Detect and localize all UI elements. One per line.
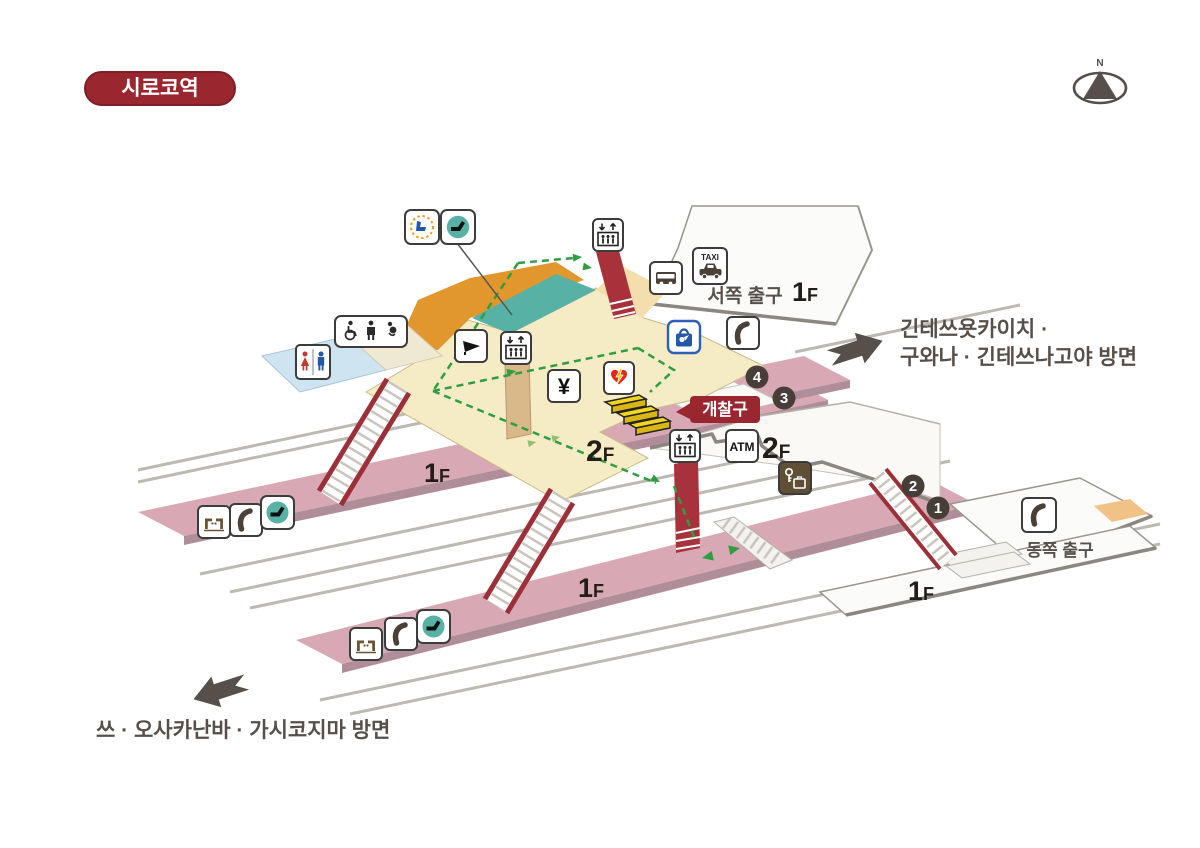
aed-icon: [603, 361, 635, 395]
lower-platform: [296, 480, 976, 673]
public-phone-icon: [229, 503, 263, 537]
platform-number-3: 3: [772, 386, 796, 410]
public-phone-icon: [384, 617, 418, 651]
staircase-center: [482, 487, 576, 615]
stairs-and-pillars: [316, 247, 958, 615]
bus-stop-icon: [649, 261, 683, 295]
station-badge: 시로코역: [84, 71, 236, 106]
compass-icon: N: [1072, 58, 1128, 105]
escalator-icon: [592, 218, 624, 252]
ticket-gates: [602, 394, 673, 436]
legend-leader-line: [456, 242, 513, 316]
escalator-icon: [669, 429, 701, 463]
accessible-route: [431, 253, 740, 561]
public-phone-icon: [726, 316, 760, 350]
gate-label: 개찰구: [702, 400, 748, 419]
svg-text:1: 1: [934, 500, 942, 517]
yen-symbol: ¥: [558, 374, 571, 399]
lightning-bolt: [615, 368, 624, 385]
direction-arrow-southwest: [193, 674, 250, 708]
atm-label: ATM: [729, 440, 754, 454]
restroom-icon: [295, 344, 331, 380]
station-office-icon: [454, 329, 488, 363]
male-figure: [317, 351, 325, 371]
staircase-east: [868, 467, 958, 571]
waiting-bench-icon: [440, 209, 476, 245]
limited-express-seat-icon: [404, 209, 440, 245]
direction-text-southwest: 쓰 · 오사카난바 · 가시코지마 방면: [96, 719, 390, 742]
public-phone-icon: [1021, 497, 1057, 533]
female-figure: [300, 351, 310, 371]
svg-text:3: 3: [780, 390, 788, 407]
concourse-teal-zone: [472, 274, 596, 334]
baby-icon: [387, 321, 397, 337]
stair-pillar-center-tan: [504, 356, 532, 440]
staircase-left: [316, 377, 412, 507]
wheelchair-icon: [344, 320, 357, 341]
station-name: 시로코역: [121, 77, 198, 100]
taxi-stand-icon: TAXI: [692, 247, 728, 285]
drinking-water-icon: [197, 505, 231, 539]
east-stair-landing: [936, 541, 1024, 569]
coin-lockers-icon: [778, 461, 812, 495]
west-exit-area: [651, 205, 874, 326]
escalator-icon: [500, 331, 532, 365]
direction-text-northeast-1: 긴테쓰욧카이치 ·: [900, 318, 1048, 341]
direction-text-northeast-2: 구와나 · 긴테쓰나고야 방면: [900, 346, 1137, 369]
platform-number-1: 1: [926, 496, 950, 520]
gate-badge: 개찰구: [676, 396, 760, 423]
floor-label-east-exit: 1F: [908, 576, 934, 606]
west-exit-label: 서쪽 출구: [707, 285, 782, 307]
drinking-water-icon: [349, 627, 383, 661]
platform-number-4: 4: [745, 365, 769, 389]
kiosk-icon: [666, 319, 702, 355]
svg-text:4: 4: [753, 369, 762, 386]
floor-label-concourse: 2F: [586, 435, 614, 468]
platform-number-badges: 4 3 2 1: [745, 365, 950, 520]
platform-number-2: 2: [901, 474, 925, 498]
direction-arrow-northeast: [826, 332, 883, 366]
svg-text:2: 2: [909, 478, 917, 495]
floor-label-right-area: 2F: [762, 432, 790, 465]
compass-north-label: N: [1096, 58, 1103, 69]
waiting-bench-icon: [260, 495, 295, 530]
east-exit-orange-zone: [1094, 499, 1148, 522]
waiting-bench-icon: [416, 609, 451, 644]
accessible-facilities-icon: [334, 315, 408, 348]
floor-label-west-exit: 1F: [792, 277, 818, 307]
underpass-ramp: [712, 516, 794, 570]
floor-label-lower-platform: 1F: [578, 573, 604, 603]
atm-icon: ATM: [725, 429, 759, 463]
person-icon: [367, 320, 375, 340]
east-exit-label: 동쪽 출구: [1026, 541, 1094, 560]
floor-label-upper-platform: 1F: [424, 458, 450, 488]
taxi-label: TAXI: [701, 253, 719, 262]
ticket-machines-icon: ¥: [547, 369, 581, 403]
